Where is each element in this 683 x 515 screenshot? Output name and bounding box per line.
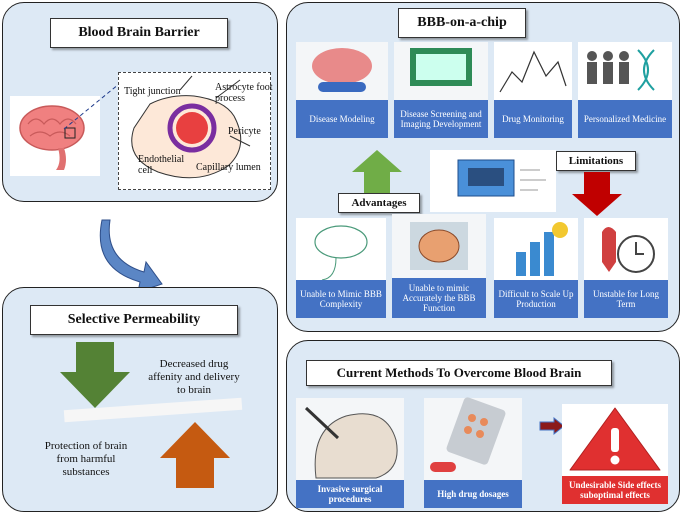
capillary-label: Capillary lumen — [196, 162, 261, 173]
limitations-label: Limitations — [556, 151, 636, 171]
card-caption: Unstable for Long Term — [584, 280, 668, 318]
brain-image — [10, 96, 100, 176]
card-disease-modeling: Disease Modeling — [296, 42, 388, 138]
card-mimic-complexity: Unable to Mimic BBB Complexity — [296, 218, 386, 318]
bar-growth-icon — [516, 222, 568, 276]
bbb-title: Blood Brain Barrier — [50, 18, 228, 48]
card-invasive-surgery: Invasive surgical procedures — [296, 398, 404, 508]
brain-outline-icon — [314, 225, 368, 281]
zoom-dashed-line — [63, 83, 120, 130]
decreased-text: Decreased drug affenity and delivery to … — [148, 358, 240, 396]
pericyte-label: Pericyte — [228, 126, 261, 137]
brain-icon — [19, 105, 85, 170]
warning-icon — [569, 407, 661, 471]
screening-monitor-icon — [410, 48, 472, 86]
card-caption: High drug dosages — [424, 480, 522, 508]
head-surgery-icon — [304, 406, 398, 479]
astrocyte-label: Astrocyte foot process — [215, 82, 273, 104]
advantages-label: Advantages — [338, 193, 420, 213]
chip-title: BBB-on-a-chip — [398, 8, 526, 38]
brain-capsule-icon — [312, 48, 372, 92]
card-caption: Drug Monitoring — [494, 100, 572, 138]
card-caption: Disease Modeling — [296, 100, 388, 138]
card-side-effects: Undesirable Side effects suboptimal effe… — [562, 404, 668, 504]
card-scale-up: Difficult to Scale Up Production — [494, 218, 578, 318]
card-caption: Difficult to Scale Up Production — [494, 280, 578, 318]
card-personalized-medicine: Personalized Medicine — [578, 42, 672, 138]
card-caption: Personalized Medicine — [578, 100, 672, 138]
protection-text: Protection of brain from harmful substan… — [44, 440, 128, 478]
orange-up-arrow-icon — [160, 422, 230, 488]
tight-junction-label: Tight junction — [124, 86, 181, 97]
card-caption: Undesirable Side effects suboptimal effe… — [562, 476, 668, 504]
card-mimic-function: Unable to mimic Accurately the BBB Funct… — [392, 214, 486, 318]
green-down-arrow-icon — [60, 342, 130, 408]
card-caption: Disease Screening and Imaging Developmen… — [394, 100, 488, 138]
card-caption: Unable to mimic Accurately the BBB Funct… — [392, 278, 486, 318]
green-up-arrow-icon — [352, 150, 402, 196]
card-caption: Invasive surgical procedures — [296, 480, 404, 508]
red-down-arrow-icon — [572, 172, 622, 216]
card-high-dosages: High drug dosages — [424, 397, 522, 508]
brain-chip-icon — [410, 222, 468, 270]
chip-device-image — [430, 150, 556, 212]
perm-title: Selective Permeability — [30, 305, 238, 335]
card-unstable: Unstable for Long Term — [584, 218, 668, 318]
card-caption: Unable to Mimic BBB Complexity — [296, 280, 386, 318]
endothelial-label: Endothelial cell — [138, 154, 185, 176]
methods-title: Current Methods To Overcome Blood Brain — [306, 360, 612, 386]
line-graph-icon — [499, 50, 567, 93]
capillary-diagram — [131, 75, 251, 179]
card-drug-monitoring: Drug Monitoring — [494, 42, 572, 138]
card-disease-screening: Disease Screening and Imaging Developmen… — [394, 42, 488, 138]
people-dna-icon — [587, 49, 655, 91]
small-red-arrow-icon — [539, 416, 565, 436]
microchip-icon — [457, 159, 546, 197]
clock-icon — [602, 227, 655, 273]
pills-icon — [430, 397, 506, 472]
curved-arrow-icon — [99, 219, 163, 293]
